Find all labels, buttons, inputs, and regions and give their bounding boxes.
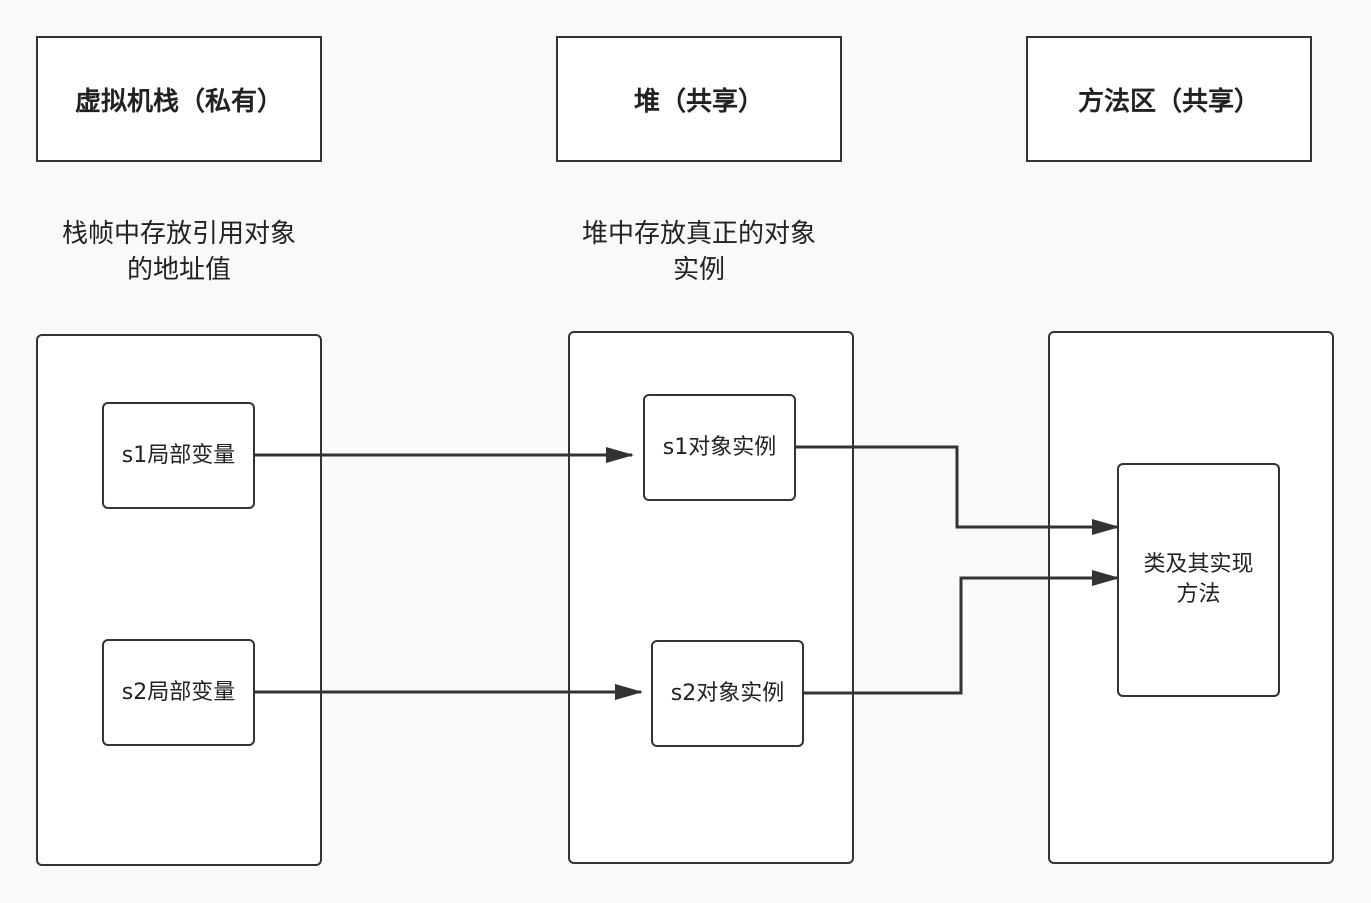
stack-description: 栈帧中存放引用对象 的地址值 (20, 216, 338, 288)
s2-local-variable-node: s2局部变量 (102, 639, 255, 746)
stack-header: 虚拟机栈（私有） (36, 36, 322, 162)
s2-local-variable-label: s2局部变量 (121, 679, 236, 705)
heap-description-line-1: 堆中存放真正的对象 (581, 219, 816, 249)
class-and-methods-node: 类及其实现方法 (1117, 463, 1280, 697)
method-area-header-label: 方法区（共享） (1077, 86, 1260, 117)
stack-description-line-2: 的地址值 (126, 255, 231, 285)
s1-local-variable-node: s1局部变量 (102, 402, 255, 509)
heap-description: 堆中存放真正的对象 实例 (540, 216, 858, 288)
s2-object-instance-label: s2对象实例 (670, 680, 785, 706)
s1-object-instance-label: s1对象实例 (662, 434, 777, 460)
heap-description-line-2: 实例 (672, 255, 725, 285)
class-and-methods-label: 类及其实现方法 (1143, 552, 1254, 607)
s2-object-instance-node: s2对象实例 (651, 640, 804, 747)
stack-description-line-1: 栈帧中存放引用对象 (61, 219, 296, 249)
s1-local-variable-label: s1局部变量 (121, 442, 236, 468)
stack-header-label: 虚拟机栈（私有） (74, 86, 283, 117)
method-area-header: 方法区（共享） (1026, 36, 1312, 162)
s1-object-instance-node: s1对象实例 (643, 394, 796, 501)
heap-header-label: 堆（共享） (633, 86, 764, 117)
heap-header: 堆（共享） (556, 36, 842, 162)
